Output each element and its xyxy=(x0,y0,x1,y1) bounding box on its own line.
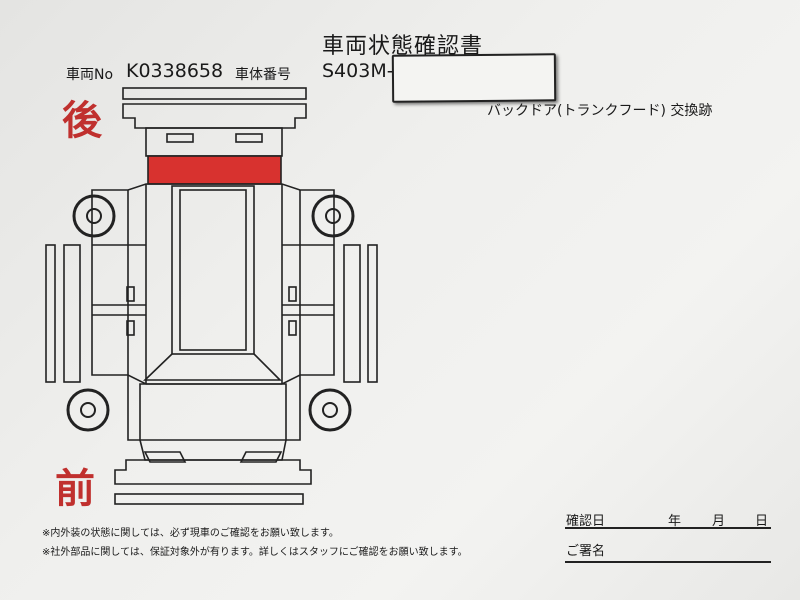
footnote-2: ※社外部品に関しては、保証対象外が有ります。詳しくはスタッフにご確認をお願い致し… xyxy=(42,547,468,558)
signature-label: ご署名 xyxy=(566,544,606,559)
headlights xyxy=(143,451,283,463)
rear-label: 後 xyxy=(62,97,102,144)
rear-bumper-top xyxy=(122,87,307,100)
date-line xyxy=(565,527,771,529)
front-bumper-lower xyxy=(114,493,304,505)
front-label: 前 xyxy=(55,465,95,512)
chassis-label: 車体番号 xyxy=(235,67,291,83)
front-bumper xyxy=(114,459,312,485)
vehicle-no-label: 車両No xyxy=(66,67,114,83)
rear-bumper xyxy=(122,103,307,129)
hood xyxy=(139,383,287,441)
year-label: 年 xyxy=(668,514,682,529)
month-label: 月 xyxy=(712,514,726,529)
signature-line xyxy=(565,561,771,563)
damage-note: バックドア(トランクフード) 交換跡 xyxy=(487,103,713,119)
day-label: 日 xyxy=(755,514,769,529)
chassis-no: S403M- xyxy=(322,60,394,82)
confirm-date-label: 確認日 xyxy=(566,514,606,529)
footnote-1: ※内外装の状態に関しては、必ず現車のご確認をお願い致します。 xyxy=(42,528,339,539)
back-door-damaged xyxy=(147,155,282,185)
windshield xyxy=(143,353,282,381)
wheel-icons xyxy=(66,194,355,432)
vehicle-no: K0338658 xyxy=(126,60,224,82)
roof xyxy=(171,185,255,355)
